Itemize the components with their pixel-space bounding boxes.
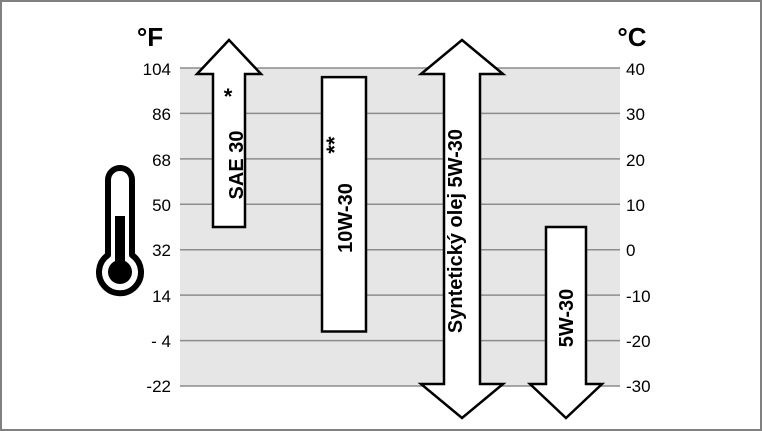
oil-sae30-arrow: SAE 30 * [194,38,264,229]
celsius-tick: 0 [626,241,635,260]
celsius-tick: -10 [626,287,651,306]
oil-5w30-arrow: 5W-30 [526,225,606,420]
fahrenheit-tick: 14 [152,287,171,306]
oil-grade-note: * [224,84,233,109]
fahrenheit-tick: - 4 [151,332,171,351]
celsius-tick: 20 [626,151,645,170]
fahrenheit-tick: 50 [152,196,171,215]
oil-range-shape [526,225,606,420]
celsius-tick: 10 [626,196,645,215]
fahrenheit-tick: 86 [152,105,171,124]
oil-range-shape [417,38,507,420]
fahrenheit-tick: 68 [152,151,171,170]
oil-grade-label: Syntetický olej 5W-30 [445,129,467,333]
fahrenheit-tick: -22 [146,377,171,396]
oil-grade-label: 5W-30 [556,289,578,348]
fahrenheit-tick: 32 [152,241,171,260]
oil-grade-note: ** [322,136,347,154]
thermometer-icon [96,165,144,297]
oil-range-shape [320,75,368,333]
oil-synthetic-5w30-arrow: Syntetický olej 5W-30 [417,38,507,420]
fahrenheit-tick: 104 [143,60,171,79]
celsius-tick: 30 [626,105,645,124]
oil-grade-label: SAE 30 [226,131,248,200]
celsius-tick: 40 [626,60,645,79]
oil-range-shape [194,38,264,229]
oil-grade-label: 10W-30 [335,183,357,253]
celsius-unit-label: °C [617,22,646,52]
celsius-axis: 40 30 20 10 0 -10 -20 -30 [626,60,651,396]
oil-10w30-bar: 10W-30 ** [320,75,368,333]
celsius-tick: -30 [626,377,651,396]
fahrenheit-axis: 104 86 68 50 32 14 - 4 -22 [143,60,171,396]
fahrenheit-unit-label: °F [137,22,163,52]
celsius-tick: -20 [626,332,651,351]
